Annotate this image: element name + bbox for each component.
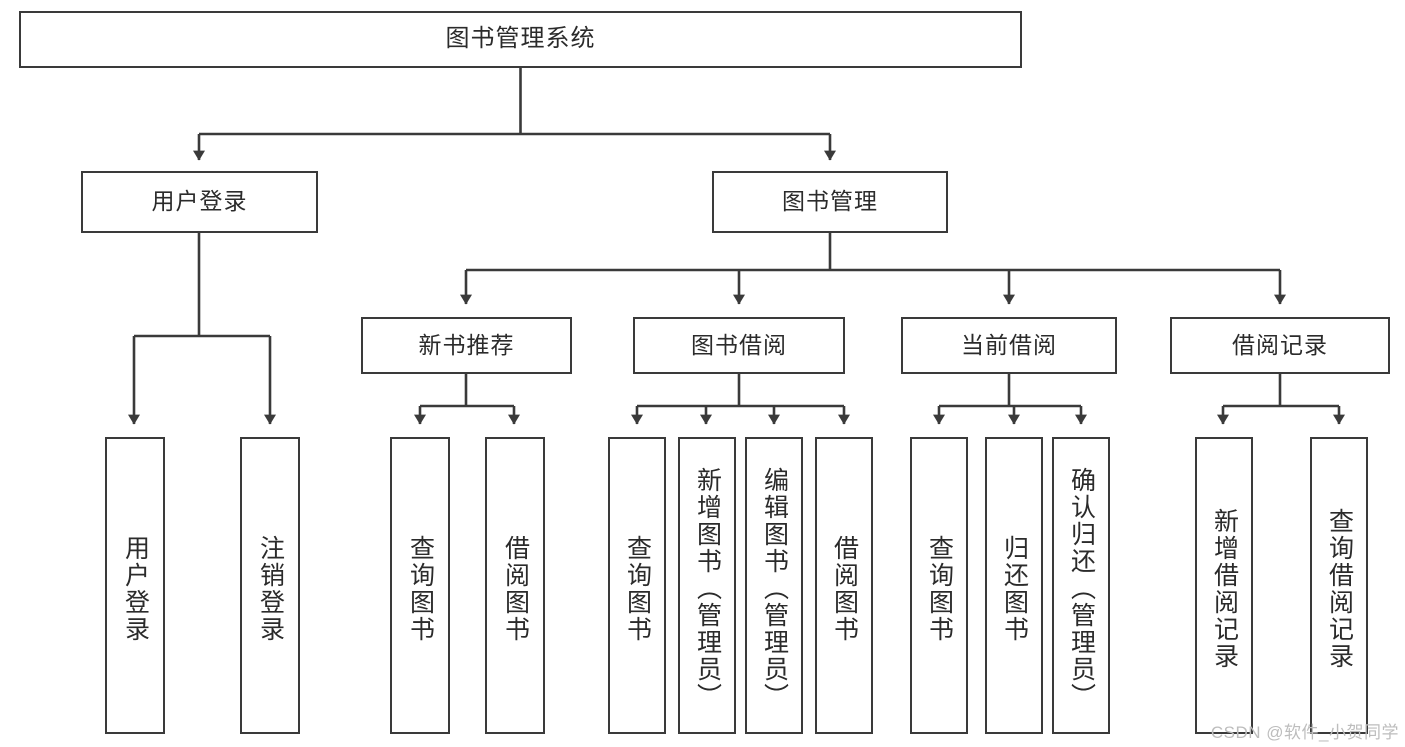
node-new-book-recommend[interactable]: 新书推荐 (361, 317, 572, 374)
node-root-label: 图书管理系统 (445, 25, 596, 53)
leaf-current-confirm-return-label: 确认归还（管理员） (1067, 467, 1096, 710)
leaf-borrow-add-book-label: 新增图书（管理员） (693, 467, 722, 710)
leaf-record-query[interactable]: 查询借阅记录 (1310, 437, 1368, 734)
leaf-borrow-query-book[interactable]: 查询图书 (608, 437, 666, 734)
leaf-user-login-login[interactable]: 用户登录 (105, 437, 165, 734)
node-borrow-record-label: 借阅记录 (1232, 331, 1328, 358)
leaf-current-confirm-return[interactable]: 确认归还（管理员） (1052, 437, 1110, 734)
leaf-record-add[interactable]: 新增借阅记录 (1195, 437, 1253, 734)
leaf-borrow-query-book-label: 查询图书 (623, 534, 652, 643)
watermark: CSDN @软件_小贺同学 (1210, 723, 1399, 742)
node-current-borrow[interactable]: 当前借阅 (901, 317, 1117, 374)
leaf-borrow-edit-book-label: 编辑图书（管理员） (760, 467, 789, 710)
leaf-borrow-borrow-book[interactable]: 借阅图书 (815, 437, 873, 734)
leaf-new-book-borrow[interactable]: 借阅图书 (485, 437, 545, 734)
node-user-login[interactable]: 用户登录 (81, 171, 318, 233)
leaf-borrow-borrow-book-label: 借阅图书 (830, 534, 859, 643)
node-current-borrow-label: 当前借阅 (961, 331, 1057, 358)
leaf-user-login-logout[interactable]: 注销登录 (240, 437, 300, 734)
leaf-borrow-edit-book[interactable]: 编辑图书（管理员） (745, 437, 803, 734)
leaf-current-query-book-label: 查询图书 (925, 534, 954, 643)
node-root[interactable]: 图书管理系统 (19, 11, 1022, 68)
node-book-borrow[interactable]: 图书借阅 (633, 317, 845, 374)
leaf-user-login-login-label: 用户登录 (121, 534, 150, 643)
leaf-record-query-label: 查询借阅记录 (1325, 507, 1354, 670)
leaf-current-return-book[interactable]: 归还图书 (985, 437, 1043, 734)
node-new-book-recommend-label: 新书推荐 (418, 331, 515, 358)
node-book-management[interactable]: 图书管理 (712, 171, 948, 233)
leaf-current-query-book[interactable]: 查询图书 (910, 437, 968, 734)
leaf-record-add-label: 新增借阅记录 (1210, 507, 1239, 670)
leaf-borrow-add-book[interactable]: 新增图书（管理员） (678, 437, 736, 734)
node-book-management-label: 图书管理 (782, 188, 878, 215)
leaf-new-book-query[interactable]: 查询图书 (390, 437, 450, 734)
leaf-current-return-book-label: 归还图书 (1000, 534, 1029, 643)
leaf-new-book-borrow-label: 借阅图书 (501, 534, 530, 643)
node-borrow-record[interactable]: 借阅记录 (1170, 317, 1390, 374)
node-book-borrow-label: 图书借阅 (691, 331, 787, 358)
node-user-login-label: 用户登录 (151, 188, 248, 215)
leaf-new-book-query-label: 查询图书 (406, 534, 435, 643)
leaf-user-login-logout-label: 注销登录 (256, 534, 285, 643)
